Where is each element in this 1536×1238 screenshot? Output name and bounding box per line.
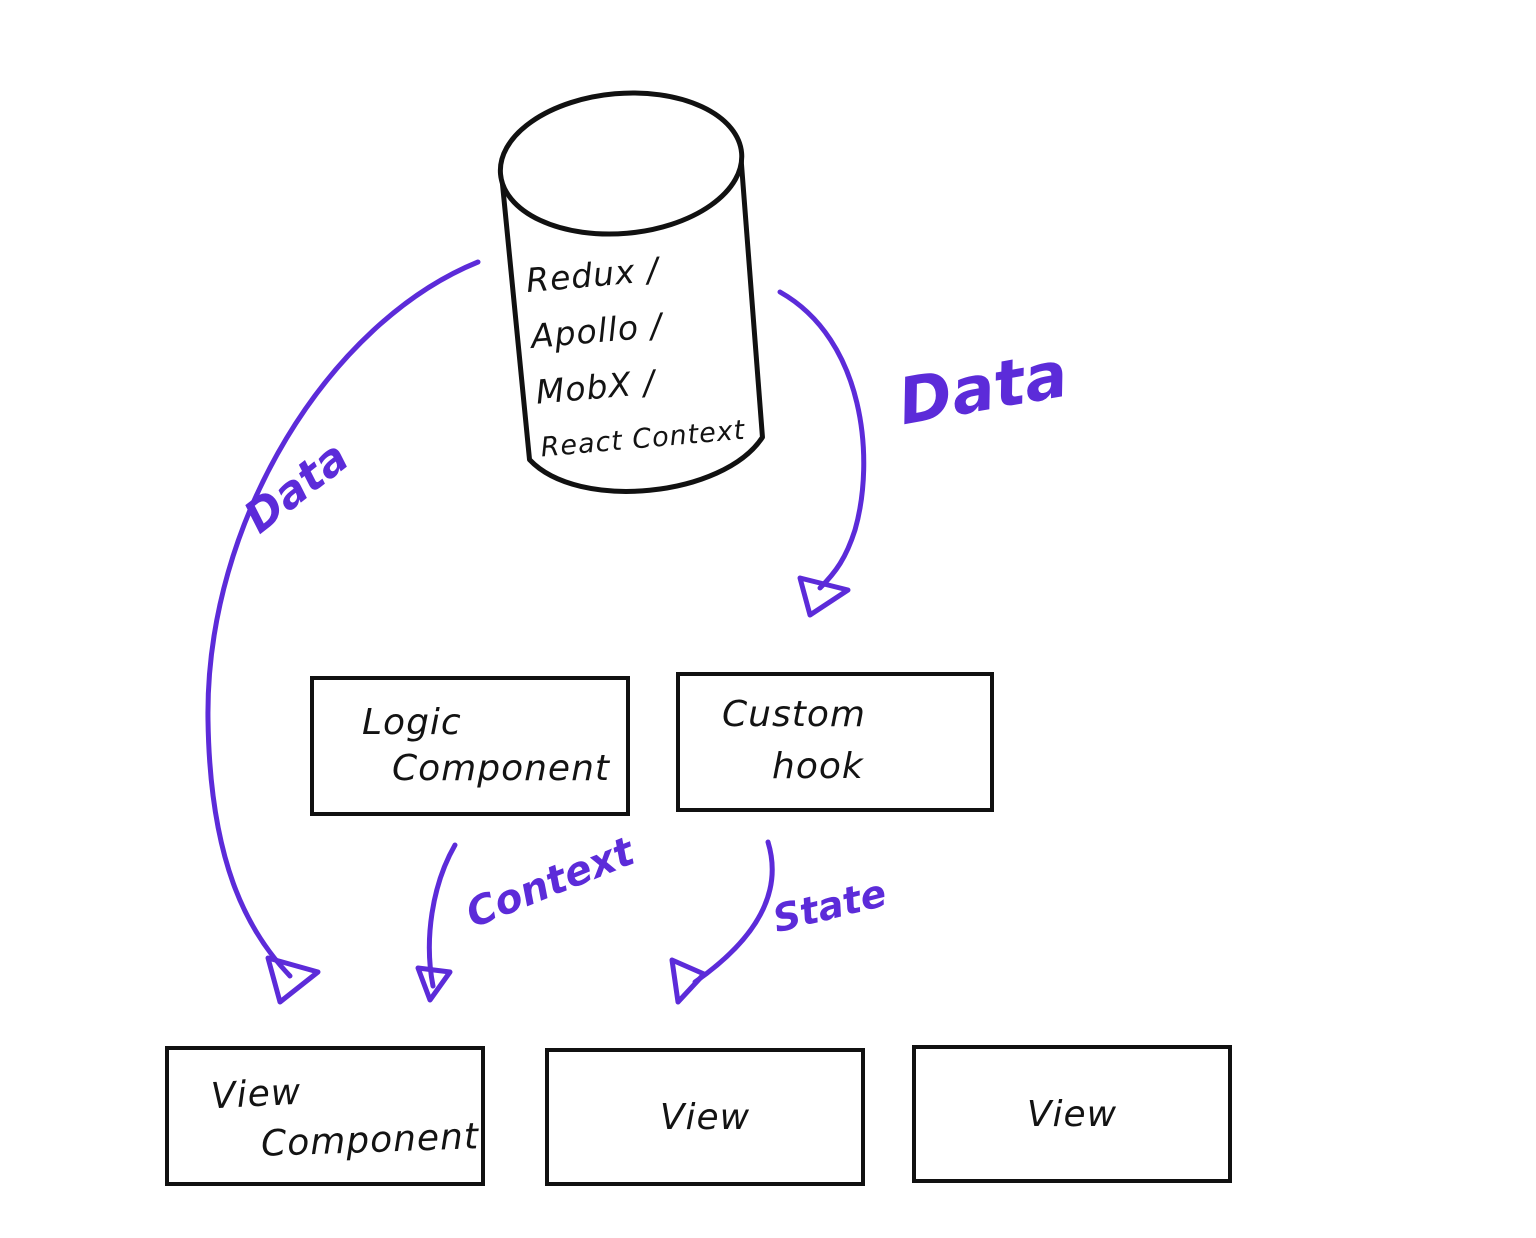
custom-hook-box: Custom hook xyxy=(676,672,994,812)
store-cylinder-body xyxy=(499,152,765,494)
custom-hook-label-line2: hook xyxy=(772,746,864,787)
logic-component-box: Logic Component xyxy=(310,676,630,816)
custom-hook-label-line1: Custom xyxy=(722,694,866,735)
arrowhead-icon xyxy=(797,575,851,618)
store-label: Redux / Apollo / MobX / React Context xyxy=(524,232,793,477)
data-arrow-left xyxy=(205,259,481,1005)
logic-component-label-line1: Logic xyxy=(362,702,462,743)
view-component-label-line2: Component xyxy=(260,1116,480,1165)
state-arrow xyxy=(669,839,775,1005)
view-component-label-line1: View xyxy=(209,1071,303,1118)
view-component-box: View Component xyxy=(165,1046,485,1186)
arrowhead-icon xyxy=(669,957,707,1005)
view-box-right: View xyxy=(912,1045,1232,1183)
store-cylinder-top xyxy=(497,90,745,237)
view-box-center: View xyxy=(545,1048,865,1186)
arrowhead-icon xyxy=(265,955,321,1005)
context-arrow xyxy=(415,842,458,1003)
store-cylinder-icon xyxy=(497,90,765,494)
view-right-label: View xyxy=(1026,1093,1118,1135)
logic-component-label-line2: Component xyxy=(392,748,611,789)
arrowhead-icon xyxy=(415,965,453,1003)
view-center-label: View xyxy=(659,1096,751,1138)
data-arrow-right xyxy=(777,289,867,618)
